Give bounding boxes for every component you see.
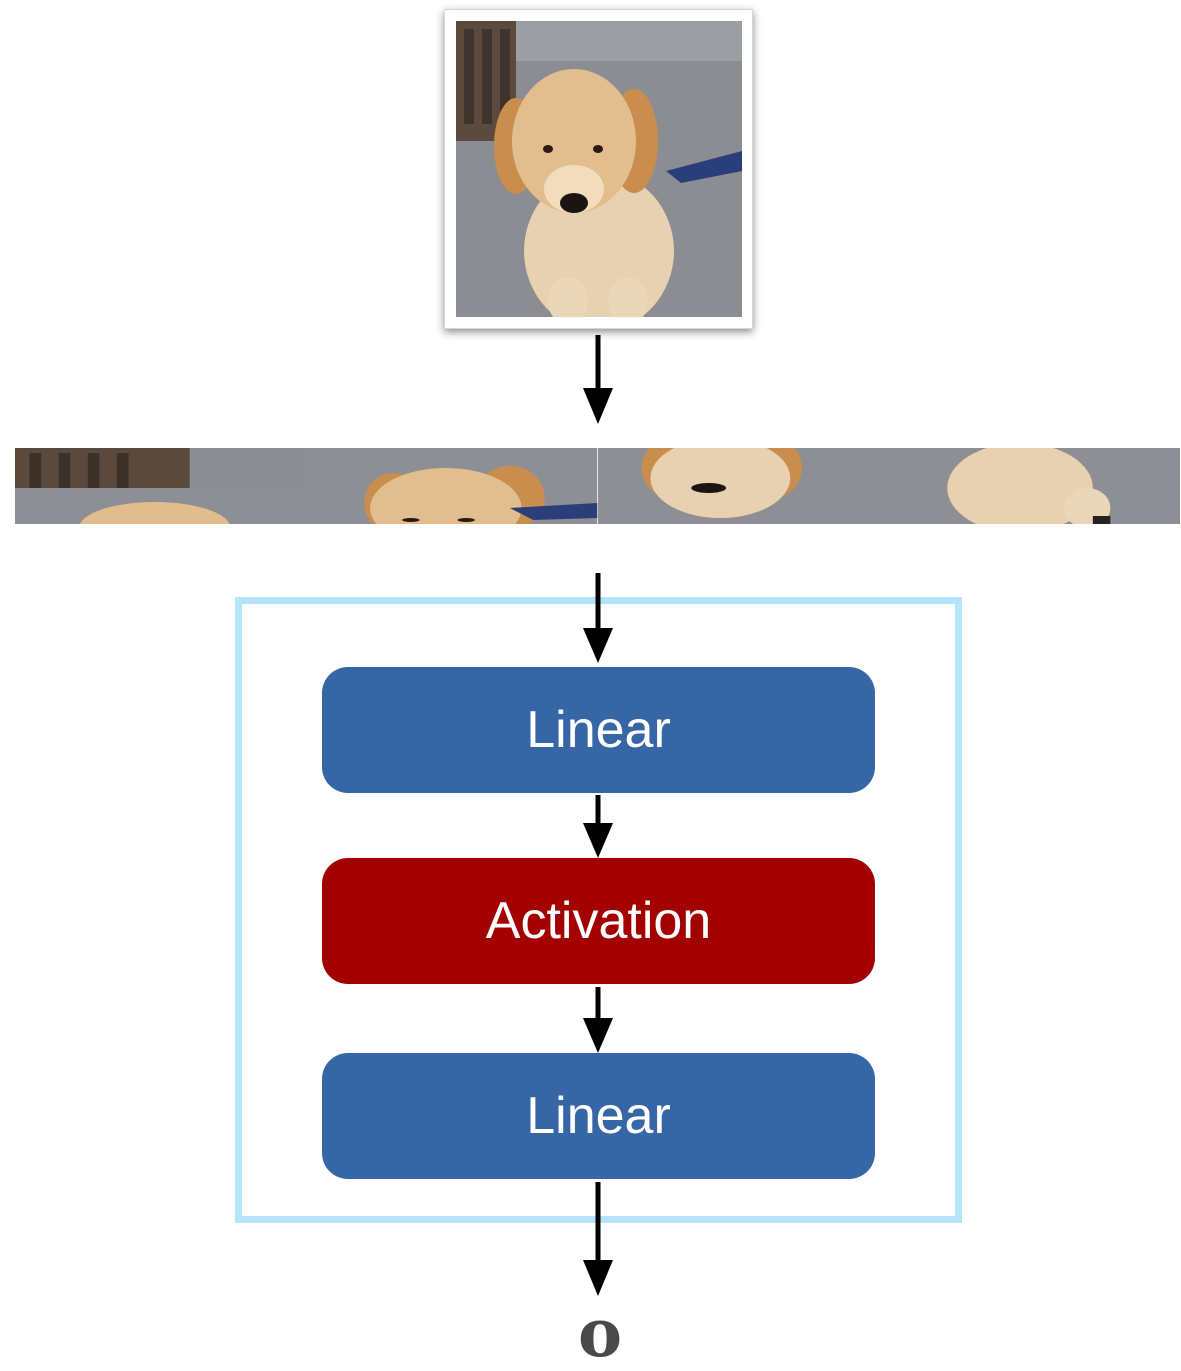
puppy-photo-icon: [456, 21, 742, 317]
patch-2: [306, 448, 598, 524]
activation-layer-label: Activation: [485, 892, 712, 950]
activation-layer: Activation: [322, 858, 875, 984]
arrow-image-to-patches: [583, 335, 613, 424]
patch-4: [888, 448, 1180, 524]
output-symbol: o: [577, 1294, 623, 1371]
patch-1: [15, 448, 307, 524]
patch-icon: [306, 448, 598, 524]
patch-icon: [15, 448, 307, 524]
linear-layer-1-label: Linear: [526, 701, 671, 759]
patch-icon: [597, 448, 889, 524]
image-patches: [15, 448, 1180, 524]
linear-layer-1: Linear: [322, 667, 875, 793]
patch-icon: [888, 448, 1180, 524]
patch-3: [597, 448, 889, 524]
linear-layer-2: Linear: [322, 1053, 875, 1179]
linear-layer-2-label: Linear: [526, 1087, 671, 1145]
input-image: [444, 9, 753, 329]
